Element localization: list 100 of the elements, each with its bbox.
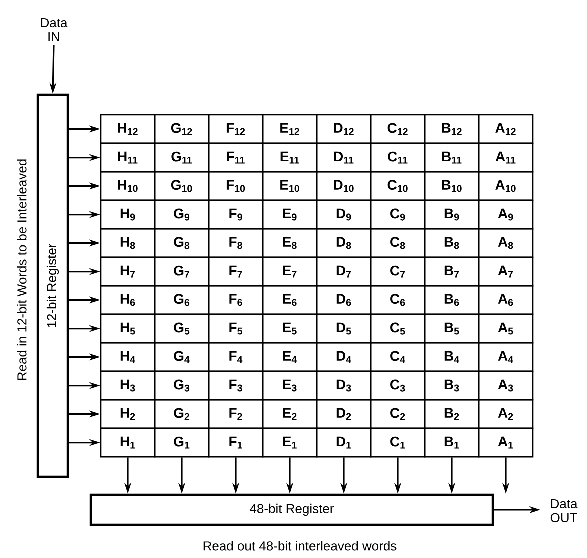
grid-cell: E$_{11}$ (262, 142, 318, 173)
grid-cell: D$_{10}$ (316, 171, 372, 202)
grid-cell: H$_{8}$ (100, 228, 156, 258)
grid-cell: H$_{10}$ (100, 171, 156, 202)
io-label: Data IN (41, 18, 68, 42)
caption: Read out 48-bit interleaved words (204, 541, 397, 551)
grid-cell: H$_{2}$ (100, 399, 156, 430)
grid-cell: H$_{3}$ (100, 370, 156, 401)
grid-cell: E$_{7}$ (262, 256, 318, 287)
grid-cell: C$_{7}$ (370, 256, 426, 287)
grid-cell: H$_{7}$ (100, 256, 156, 287)
grid-cell: B$_{6}$ (424, 285, 480, 316)
grid-cell: F$_{3}$ (208, 370, 264, 401)
grid-cell: B$_{11}$ (424, 142, 480, 173)
grid-cell: H$_{4}$ (100, 342, 156, 372)
grid-cell: H$_{11}$ (100, 142, 156, 173)
grid-cell: A$_{10}$ (478, 171, 534, 202)
grid-cell: A$_{3}$ (478, 370, 534, 401)
grid-cell: C$_{3}$ (370, 370, 426, 401)
grid-cell: G$_{6}$ (154, 285, 210, 316)
grid-cell: C$_{6}$ (370, 285, 426, 316)
grid-cell: A$_{4}$ (478, 342, 534, 372)
grid-cell: E$_{6}$ (262, 285, 318, 316)
grid-cell: B$_{12}$ (424, 114, 480, 144)
grid-cell: G$_{1}$ (154, 428, 210, 458)
grid-cell: F$_{11}$ (208, 142, 264, 173)
grid-cell: A$_{2}$ (478, 399, 534, 430)
grid-cell: H$_{5}$ (100, 314, 156, 344)
grid-cell: G$_{10}$ (154, 171, 210, 202)
grid-cell: H$_{9}$ (100, 200, 156, 230)
grid-cell: D$_{12}$ (316, 114, 372, 144)
grid-cell: A$_{7}$ (478, 256, 534, 287)
grid-cell: F$_{7}$ (208, 256, 264, 287)
grid-cell: A$_{9}$ (478, 200, 534, 230)
grid-cell: F$_{10}$ (208, 171, 264, 202)
grid-cell: E$_{10}$ (262, 171, 318, 202)
grid-cell: H$_{12}$ (100, 114, 156, 144)
grid-cell: E$_{2}$ (262, 399, 318, 430)
grid-cell: E$_{9}$ (262, 200, 318, 230)
grid-cell: G$_{9}$ (154, 200, 210, 230)
grid-cell: A$_{6}$ (478, 285, 534, 316)
grid-cell: C$_{11}$ (370, 142, 426, 173)
grid-cell: G$_{12}$ (154, 114, 210, 144)
register-box: 48-bit Register (90, 494, 494, 526)
grid-cell: D$_{3}$ (316, 370, 372, 401)
grid-cell: H$_{1}$ (100, 428, 156, 458)
grid-cell: H$_{6}$ (100, 285, 156, 316)
grid-cell: B$_{8}$ (424, 228, 480, 258)
grid-cell: C$_{9}$ (370, 200, 426, 230)
grid-cell: G$_{4}$ (154, 342, 210, 372)
grid-cell: D$_{8}$ (316, 228, 372, 258)
grid-cell: C$_{12}$ (370, 114, 426, 144)
grid-cell: A$_{12}$ (478, 114, 534, 144)
grid-cell: E$_{1}$ (262, 428, 318, 458)
grid-cell: A$_{5}$ (478, 314, 534, 344)
grid-cell: F$_{1}$ (208, 428, 264, 458)
grid-cell: B$_{3}$ (424, 370, 480, 401)
grid-cell: D$_{1}$ (316, 428, 372, 458)
grid-cell: D$_{4}$ (316, 342, 372, 372)
grid-cell: B$_{4}$ (424, 342, 480, 372)
grid-cell: B$_{1}$ (424, 428, 480, 458)
grid-cell: D$_{5}$ (316, 314, 372, 344)
grid-cell: A$_{11}$ (478, 142, 534, 173)
grid-cell: F$_{8}$ (208, 228, 264, 258)
grid-cell: F$_{2}$ (208, 399, 264, 430)
grid-cell: F$_{12}$ (208, 114, 264, 144)
grid-cell: F$_{6}$ (208, 285, 264, 316)
grid-cell: D$_{7}$ (316, 256, 372, 287)
grid-cell: D$_{2}$ (316, 399, 372, 430)
grid-cell: E$_{4}$ (262, 342, 318, 372)
grid-cell: D$_{9}$ (316, 200, 372, 230)
grid-cell: G$_{5}$ (154, 314, 210, 344)
grid-cell: C$_{1}$ (370, 428, 426, 458)
grid-cell: C$_{2}$ (370, 399, 426, 430)
grid-cell: C$_{8}$ (370, 228, 426, 258)
grid-cell: F$_{4}$ (208, 342, 264, 372)
grid-cell: D$_{11}$ (316, 142, 372, 173)
io-label: Data OUT (550, 499, 578, 523)
grid-cell: B$_{2}$ (424, 399, 480, 430)
grid-cell: B$_{7}$ (424, 256, 480, 287)
grid-cell: B$_{9}$ (424, 200, 480, 230)
grid-cell: C$_{5}$ (370, 314, 426, 344)
grid-cell: B$_{5}$ (424, 314, 480, 344)
grid-cell: D$_{6}$ (316, 285, 372, 316)
grid-cell: C$_{4}$ (370, 342, 426, 372)
grid-cell: G$_{3}$ (154, 370, 210, 401)
grid-cell: G$_{11}$ (154, 142, 210, 173)
grid-cell: G$_{8}$ (154, 228, 210, 258)
grid-cell: F$_{5}$ (208, 314, 264, 344)
grid-cell: A$_{1}$ (478, 428, 534, 458)
grid-cell: E$_{5}$ (262, 314, 318, 344)
grid-cell: E$_{8}$ (262, 228, 318, 258)
grid-cell: E$_{3}$ (262, 370, 318, 401)
grid-cell: B$_{10}$ (424, 171, 480, 202)
grid-cell: A$_{8}$ (478, 228, 534, 258)
grid-cell: C$_{10}$ (370, 171, 426, 202)
grid-cell: E$_{12}$ (262, 114, 318, 144)
grid-cell: F$_{9}$ (208, 200, 264, 230)
grid-cell: G$_{7}$ (154, 256, 210, 287)
grid-cell: G$_{2}$ (154, 399, 210, 430)
